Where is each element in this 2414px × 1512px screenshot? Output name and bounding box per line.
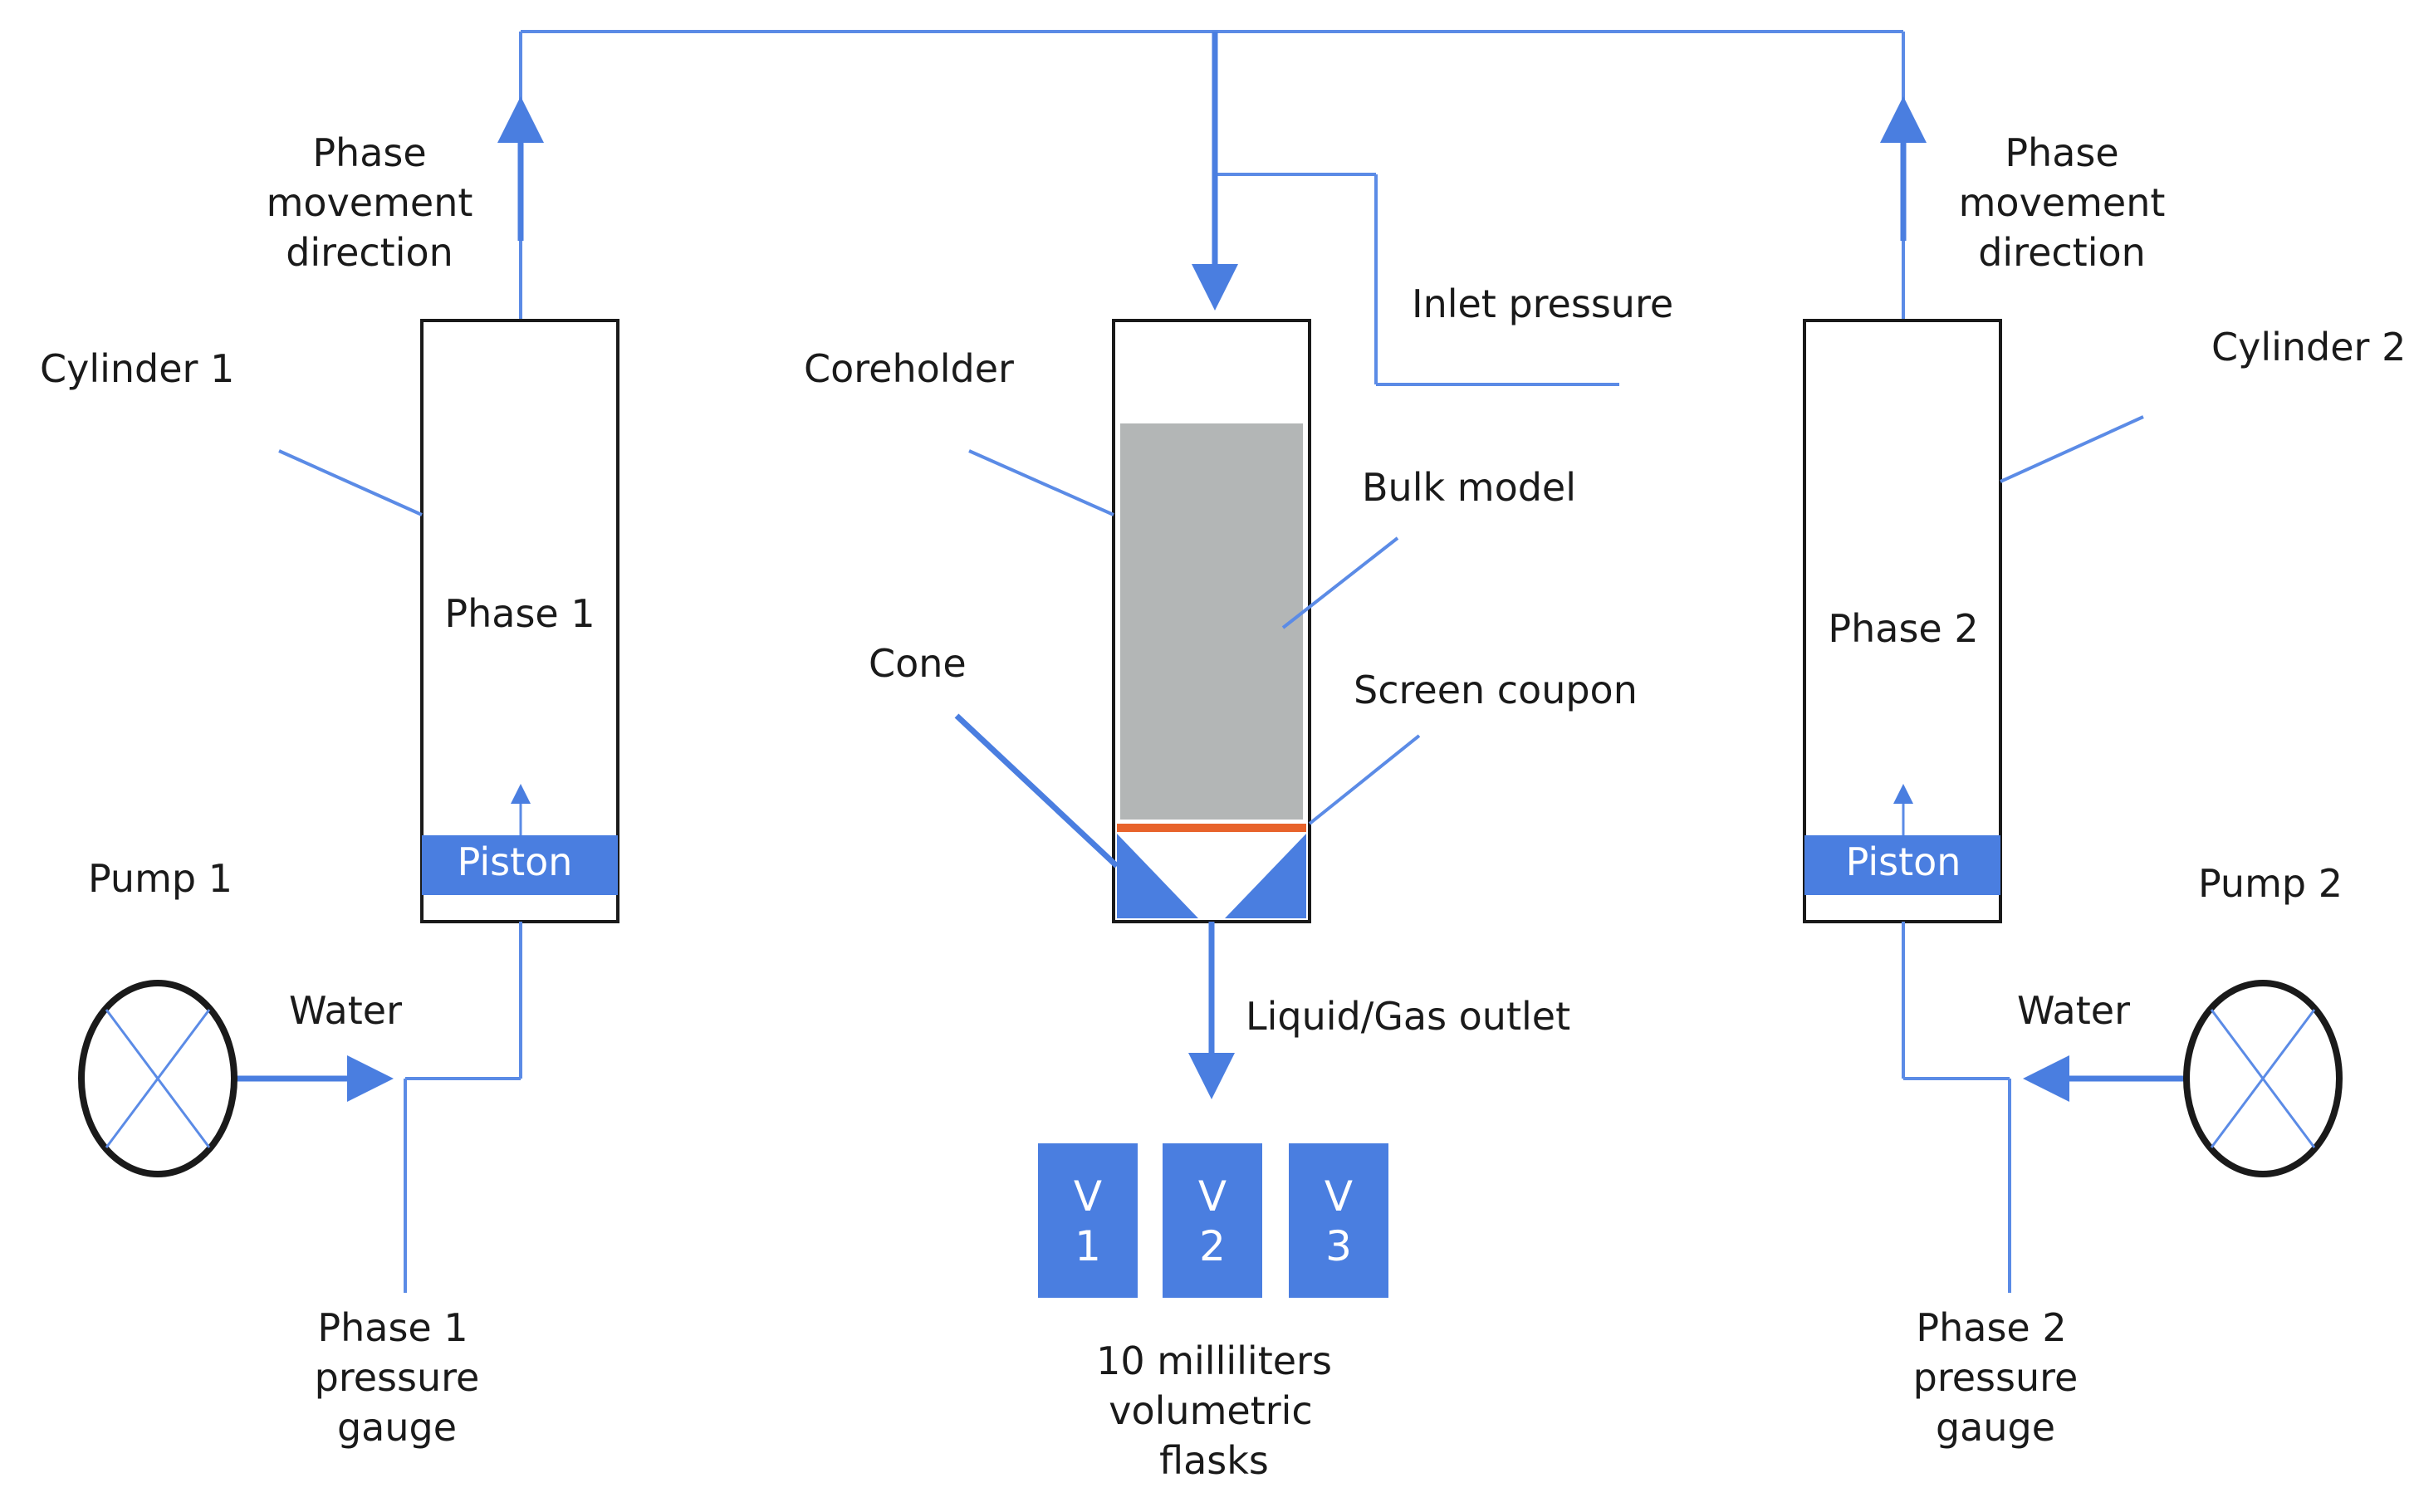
bulk-model-label: Bulk model bbox=[1362, 465, 1576, 510]
phase1-gauge-line1: Phase 1 bbox=[317, 1305, 468, 1350]
phase-movement-right-line1: Phase bbox=[2005, 130, 2118, 175]
phase2-gauge-line2: pressure bbox=[1913, 1355, 2079, 1400]
phase1-gauge-line2: pressure bbox=[315, 1355, 480, 1400]
cylinder-1 bbox=[420, 319, 619, 923]
water-left-label: Water bbox=[289, 988, 402, 1033]
flask-1-number: 1 bbox=[1075, 1222, 1101, 1270]
flask-2: V 2 bbox=[1163, 1143, 1262, 1298]
phase-movement-right-line2: movement bbox=[1959, 180, 2166, 225]
pump-1 bbox=[78, 980, 237, 1177]
cylinder-1-label: Cylinder 1 bbox=[40, 346, 234, 391]
flasks-group: V 1 V 2 V 3 bbox=[1038, 1143, 1388, 1298]
piston-right bbox=[1804, 835, 2000, 895]
flasks-caption-line2: volumetric bbox=[1109, 1388, 1312, 1433]
pump-1-label: Pump 1 bbox=[88, 856, 233, 901]
leader-lines bbox=[278, 415, 2144, 825]
flask-3: V 3 bbox=[1289, 1143, 1388, 1298]
flasks-caption-line1: 10 milliliters bbox=[1096, 1338, 1332, 1383]
cone-leader bbox=[954, 713, 1119, 869]
phase2-gauge-line3: gauge bbox=[1936, 1405, 2055, 1450]
outlet-label: Liquid/Gas outlet bbox=[1246, 994, 1570, 1039]
pump-2-label: Pump 2 bbox=[2198, 861, 2343, 906]
piston-right-label: Piston bbox=[1846, 839, 1961, 884]
water-right-label: Water bbox=[2017, 988, 2130, 1033]
phase-1-label: Phase 1 bbox=[444, 591, 595, 636]
cylinder-2 bbox=[1803, 319, 2002, 923]
phase2-gauge-line1: Phase 2 bbox=[1916, 1305, 2066, 1350]
coreholder-label: Coreholder bbox=[804, 346, 1014, 391]
phase1-gauge-line3: gauge bbox=[337, 1405, 457, 1450]
flask-1-letter: V bbox=[1074, 1172, 1102, 1221]
phase-movement-left-line3: direction bbox=[286, 230, 453, 275]
phase-movement-left-line2: movement bbox=[267, 180, 473, 225]
piston-left-label: Piston bbox=[458, 839, 573, 884]
cone-left bbox=[1117, 834, 1198, 918]
cylinder-2-label: Cylinder 2 bbox=[2211, 325, 2406, 369]
bulk-model bbox=[1120, 423, 1303, 820]
flask-2-letter: V bbox=[1198, 1172, 1227, 1221]
phase-movement-left-line1: Phase bbox=[312, 130, 426, 175]
pump-2 bbox=[2183, 980, 2343, 1177]
cone-right bbox=[1225, 834, 1306, 918]
phase-movement-right-line3: direction bbox=[1978, 230, 2146, 275]
cone-label: Cone bbox=[869, 641, 967, 686]
flask-1: V 1 bbox=[1038, 1143, 1138, 1298]
water-pipes bbox=[404, 922, 2011, 1293]
screen-coupon-label: Screen coupon bbox=[1354, 668, 1638, 712]
flask-3-number: 3 bbox=[1325, 1222, 1352, 1270]
flasks-caption-line3: flasks bbox=[1159, 1438, 1269, 1483]
phase-2-label: Phase 2 bbox=[1828, 606, 1978, 651]
inlet-pressure-label: Inlet pressure bbox=[1412, 281, 1673, 326]
coreholder bbox=[1112, 319, 1311, 923]
screen-coupon bbox=[1117, 824, 1306, 832]
flask-2-number: 2 bbox=[1199, 1222, 1226, 1270]
piston-left bbox=[422, 835, 618, 895]
flask-3-letter: V bbox=[1325, 1172, 1353, 1221]
